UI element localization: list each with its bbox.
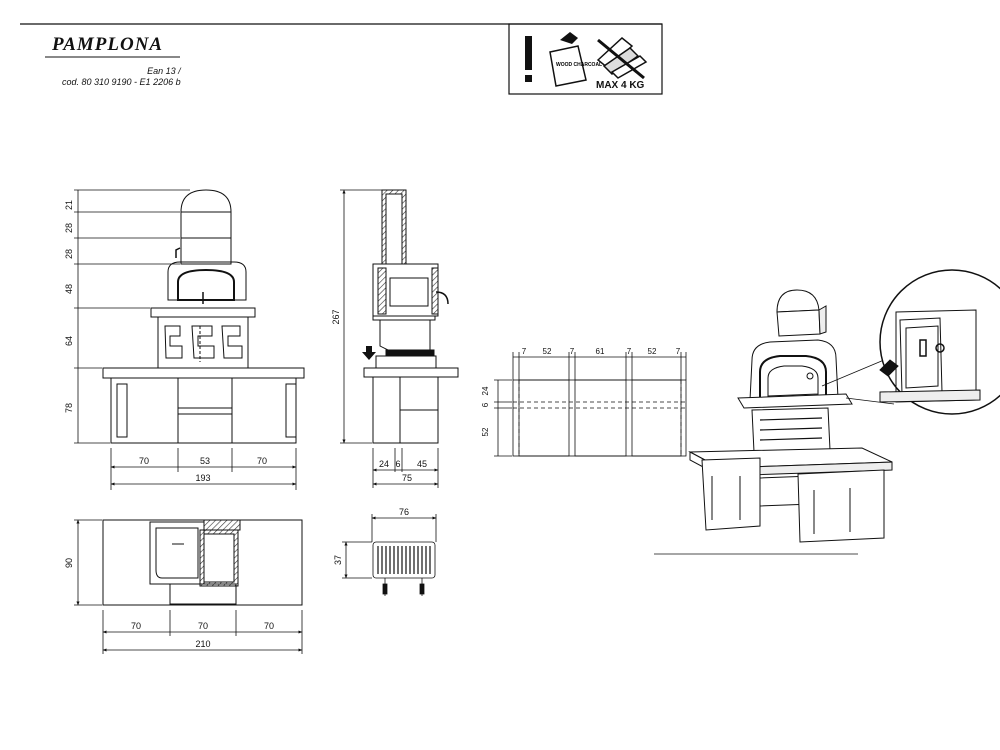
dim-label: 210 (195, 639, 210, 649)
dim-label: 76 (399, 507, 409, 517)
top-width-dimensions (102, 610, 303, 654)
front-height-dimensions (74, 189, 190, 444)
wood-logs-icon (596, 37, 648, 80)
dim-label: 267 (331, 309, 341, 324)
dim-label: 28 (64, 249, 74, 259)
dim-label: 37 (333, 555, 343, 565)
dim-label: 21 (64, 200, 74, 210)
charcoal-bag-text: WOOD CHARCOAL (556, 62, 602, 68)
front-view (102, 189, 305, 444)
dim-label: 193 (195, 473, 210, 483)
dim-label: 70 (257, 456, 267, 466)
dim-label: 78 (64, 403, 74, 413)
product-codes: Ean 13 / cod. 80 310 9190 - E1 2206 b (62, 66, 181, 88)
dim-label: 6 (395, 459, 400, 469)
dim-label: 24 (379, 459, 389, 469)
arrow-down-icon (362, 346, 376, 360)
dim-label: 90 (64, 558, 74, 568)
top-view (102, 519, 303, 606)
isometric-view (654, 289, 893, 555)
magnified-detail (821, 269, 1000, 415)
dim-label: 52 (543, 347, 552, 356)
ean-code: Ean 13 / (147, 66, 181, 76)
dim-label: 70 (131, 621, 141, 631)
dim-label: 24 (481, 386, 490, 395)
dim-label: 52 (481, 427, 490, 436)
shelf-plan-labels: 7 52 7 61 7 52 7 24 6 52 (481, 347, 681, 436)
shelf-plan (494, 352, 687, 457)
dim-label: 70 (139, 456, 149, 466)
product-title: PAMPLONA (52, 34, 164, 55)
side-view (363, 189, 459, 444)
dim-label: 48 (64, 284, 74, 294)
front-height-labels: 21 28 28 48 64 78 (64, 200, 74, 413)
side-height-dimension (340, 189, 382, 444)
dim-label: 75 (402, 473, 412, 483)
dim-label: 6 (481, 402, 490, 407)
dim-label: 61 (596, 347, 605, 356)
dim-label: 7 (570, 347, 575, 356)
dim-label: 52 (648, 347, 657, 356)
charcoal-bag-icon: WOOD CHARCOAL (549, 32, 602, 87)
side-depth-labels: 24 6 45 75 (379, 459, 427, 483)
dim-label: 70 (264, 621, 274, 631)
max-load-label: MAX 4 KG (596, 80, 645, 91)
warning-box: WOOD CHARCOAL (508, 23, 663, 95)
dim-label: 7 (676, 347, 681, 356)
dim-label: 45 (417, 459, 427, 469)
dim-label: 53 (200, 456, 210, 466)
dim-label: 7 (627, 347, 632, 356)
top-width-labels: 70 70 70 210 (131, 621, 274, 649)
top-depth-dimension (74, 519, 102, 606)
grill-detail (342, 514, 437, 596)
dim-label: 64 (64, 336, 74, 346)
exclamation-icon (525, 36, 532, 82)
front-width-labels: 70 53 70 193 (139, 456, 267, 483)
dim-label: 70 (198, 621, 208, 631)
dim-label: 7 (522, 347, 527, 356)
side-depth-dimensions (372, 448, 439, 488)
article-code: cod. 80 310 9190 - E1 2206 b (62, 77, 181, 87)
dim-label: 28 (64, 223, 74, 233)
front-width-dimensions (110, 448, 297, 490)
